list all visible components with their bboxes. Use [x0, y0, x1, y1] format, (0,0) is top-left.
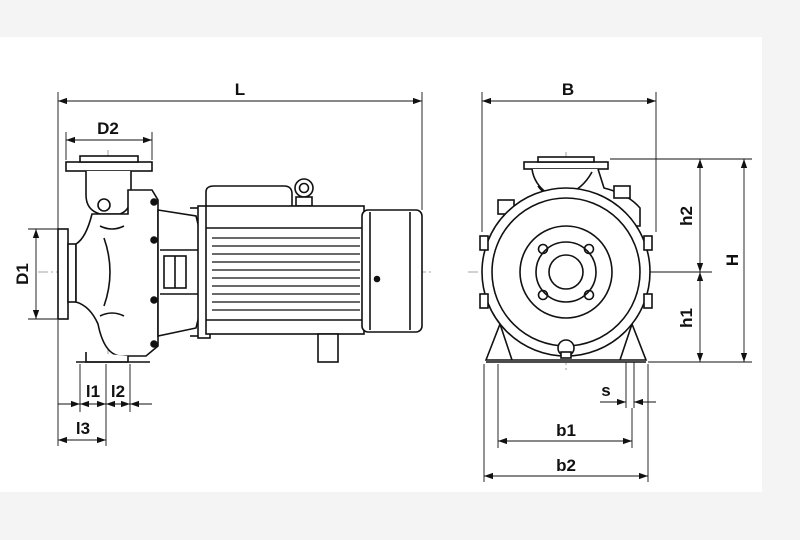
fan-cover — [361, 209, 423, 333]
terminal-box — [205, 185, 293, 206]
label-b2: b2 — [556, 456, 576, 475]
label-D2: D2 — [97, 119, 119, 138]
end-view — [468, 152, 665, 370]
label-H: H — [723, 254, 742, 266]
label-h1: h1 — [677, 308, 696, 328]
side-view — [38, 150, 432, 365]
label-h2: h2 — [677, 206, 696, 226]
inlet-flange — [57, 228, 69, 320]
dimension-labels: L D2 D1 l1 l2 l3 B h2 h1 H s b1 b2 — [13, 80, 742, 475]
label-l2: l2 — [111, 382, 125, 401]
pump-casing — [75, 189, 159, 357]
casing-circle — [481, 187, 651, 357]
outlet-flange — [65, 161, 153, 172]
dimensions — [28, 92, 752, 482]
label-l1: l1 — [86, 382, 100, 401]
label-D1: D1 — [13, 263, 32, 285]
lifting-eye — [294, 178, 314, 198]
label-b1: b1 — [556, 421, 576, 440]
label-l3: l3 — [76, 419, 90, 438]
label-L: L — [235, 80, 245, 99]
label-s: s — [601, 381, 610, 400]
label-B: B — [562, 80, 574, 99]
